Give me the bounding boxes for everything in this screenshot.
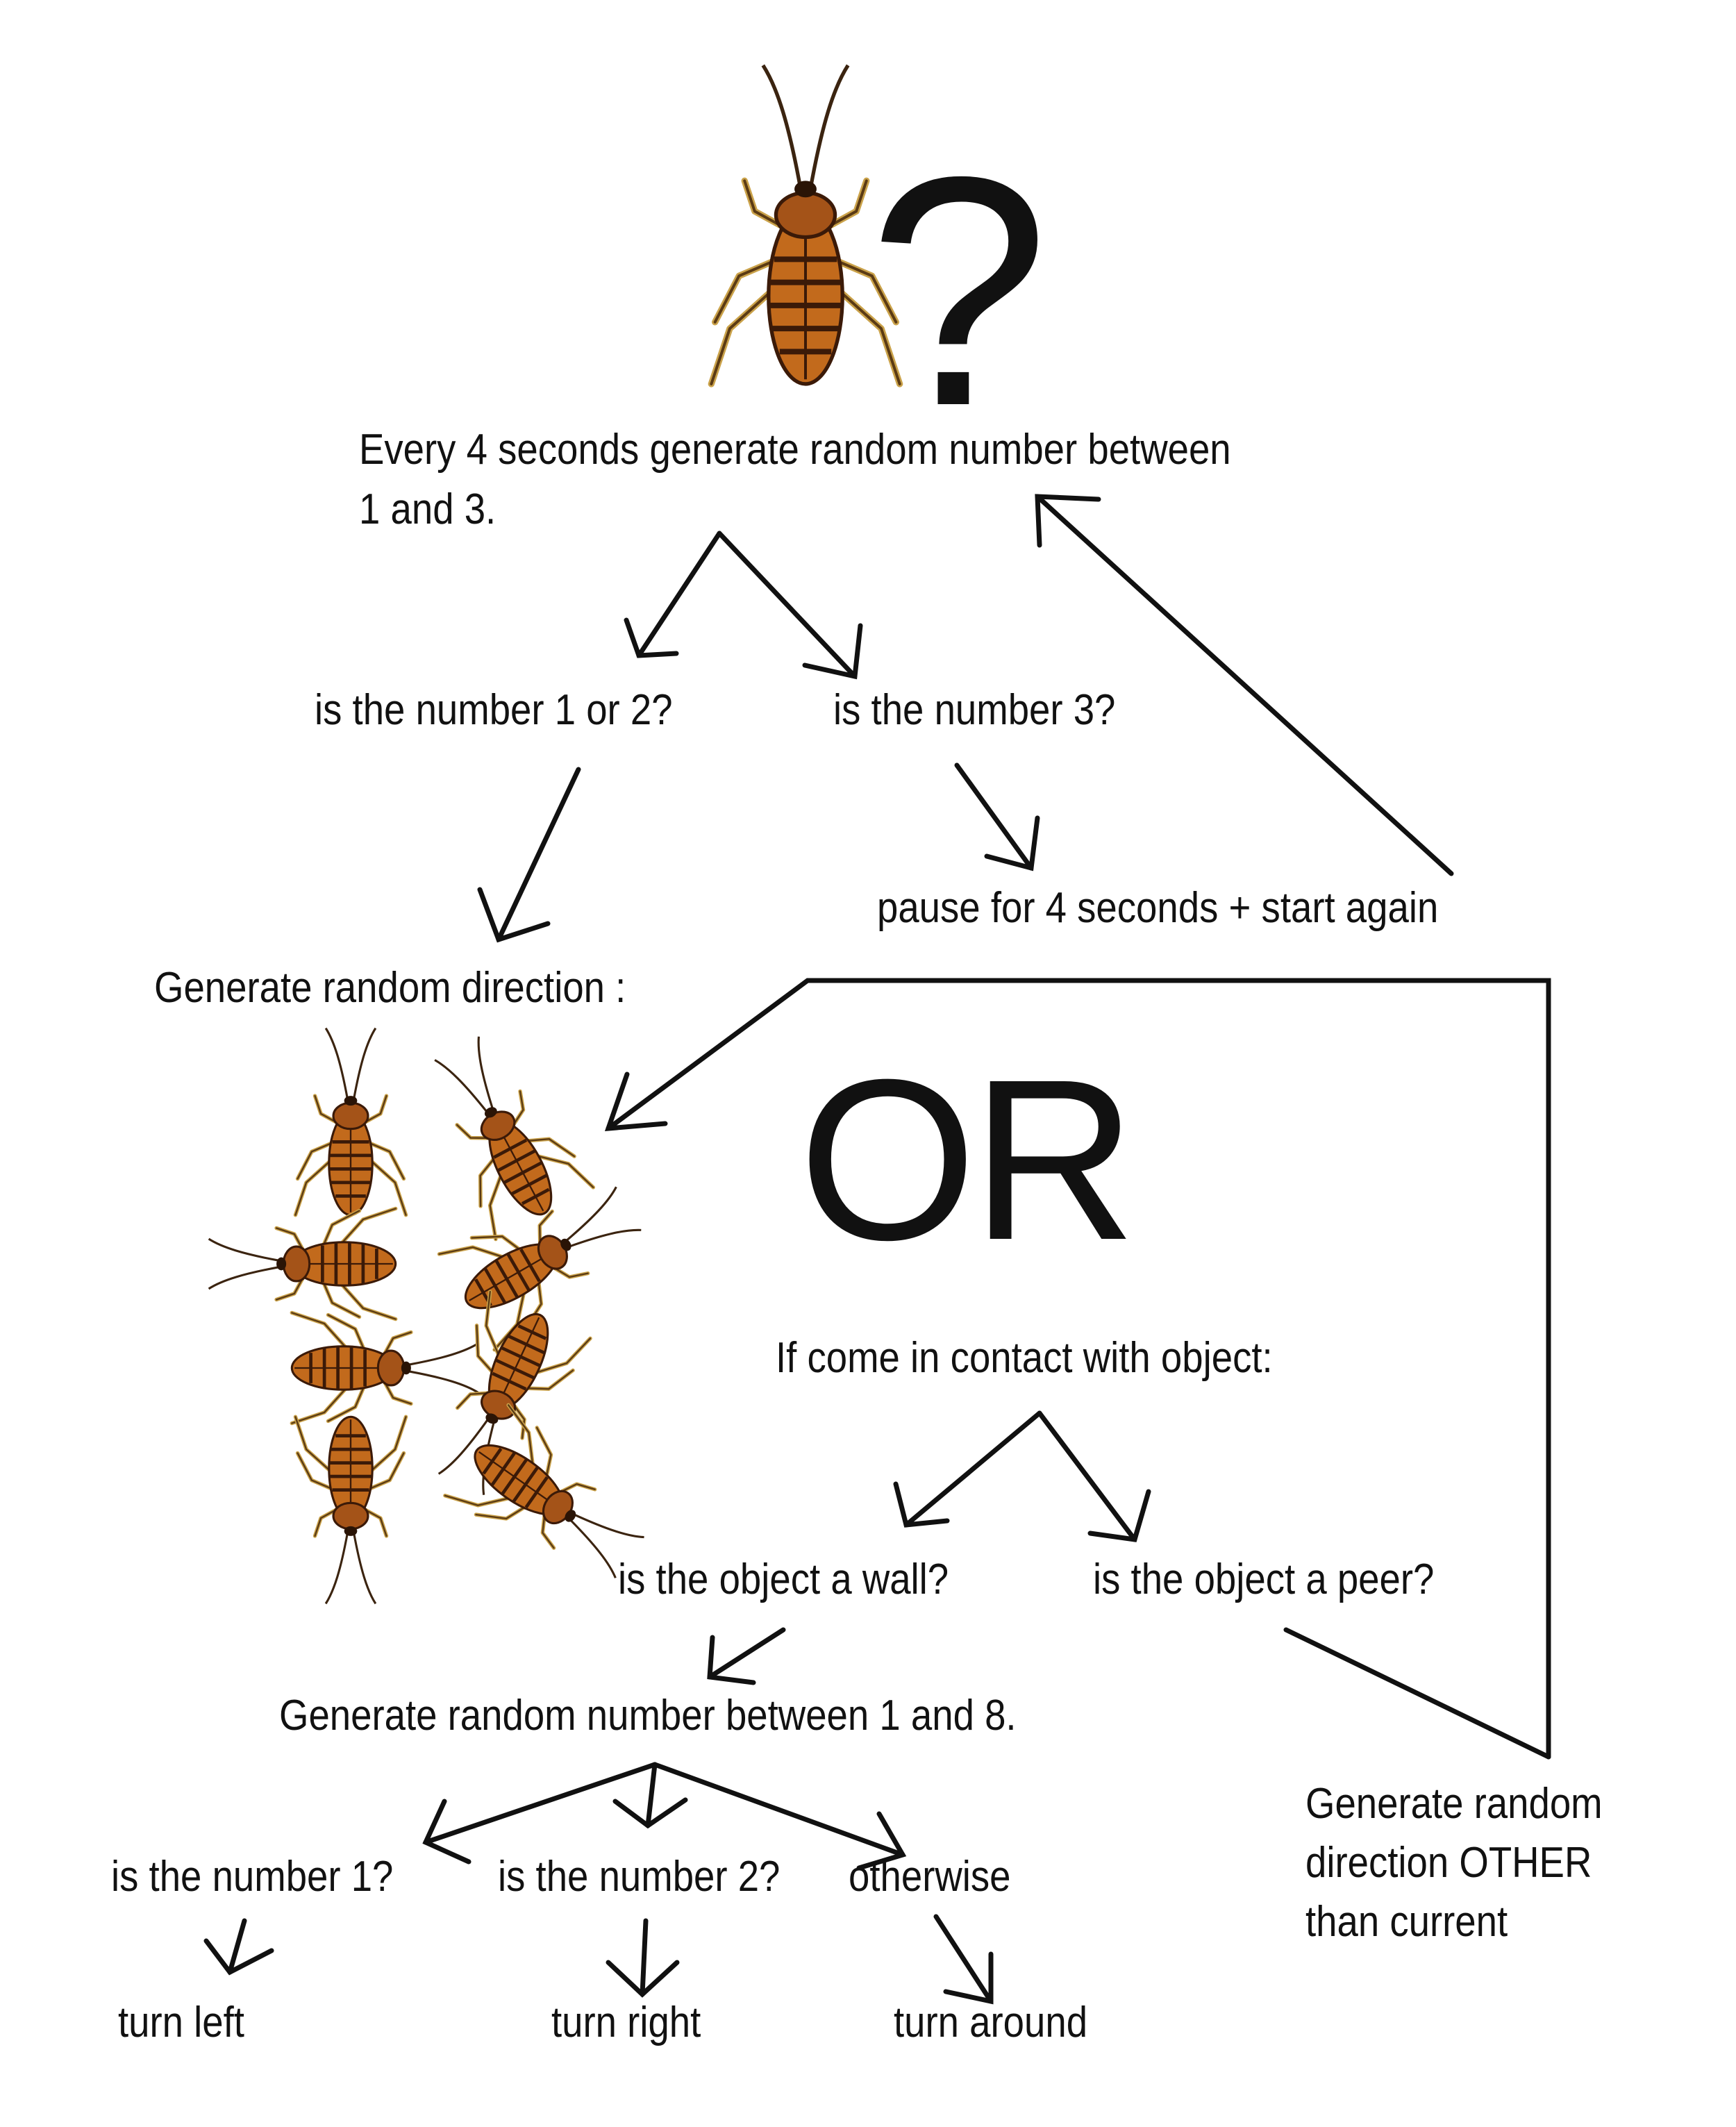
roach-direction-left (209, 1208, 396, 1319)
action-turn-around: turn around (894, 1999, 1088, 2046)
arrowhead-turn-around (943, 1951, 994, 2005)
branch-line-3 (717, 531, 858, 679)
question-mark-symbol: ? (868, 109, 1050, 474)
line-wall-to-gen-1-8 (707, 1627, 786, 1680)
arrowhead-peer (1087, 1489, 1151, 1542)
decision-object-peer: is the object a peer? (1093, 1555, 1435, 1603)
arrowhead-otherwise (856, 1811, 907, 1871)
pause-node: pause for 4 seconds + start again (877, 884, 1439, 932)
line-to-gen-direction (496, 767, 581, 942)
line-to-turn-around (933, 1914, 994, 2004)
action-turn-left: turn left (118, 1999, 244, 2046)
action-turn-right: turn right (551, 1999, 701, 2046)
other-direction-line2: direction OTHER (1305, 1839, 1592, 1887)
arrowhead-direction-grid (604, 1071, 668, 1131)
decision-object-wall: is the object a wall? (618, 1555, 949, 1603)
arrowhead-num-1 (422, 1799, 471, 1865)
generate-1-to-8-node: Generate random number between 1 and 8. (279, 1692, 1017, 1740)
line-to-pause (954, 762, 1034, 871)
decision-number-3: is the number 3? (833, 686, 1116, 734)
arrowhead-gen-1-8 (707, 1635, 756, 1685)
start-node-line2: 1 and 3. (359, 485, 496, 533)
decision-number-2: is the number 2? (498, 1853, 781, 1901)
roach-direction-up (295, 1028, 406, 1215)
line-to-turn-left (227, 1918, 247, 1975)
start-node-line1: Every 4 seconds generate random number b… (359, 426, 1231, 474)
line-peer-to-other-direction (1283, 1627, 1551, 1760)
branch-line-peer (1037, 1410, 1137, 1542)
decision-number-1-or-2: is the number 1 or 2? (315, 686, 673, 734)
arrowhead-loop-back (1035, 494, 1101, 548)
arrowhead-wall (893, 1481, 950, 1528)
other-direction-line3: than current (1305, 1898, 1508, 1946)
line-to-turn-right (640, 1918, 649, 1997)
arrowhead-turn-left (203, 1938, 274, 1976)
contact-node: If come in contact with object: (776, 1334, 1273, 1382)
branch-line-num-2 (645, 1762, 658, 1828)
or-symbol: OR (799, 1031, 1137, 1287)
other-direction-line1: Generate random (1305, 1780, 1603, 1828)
roach-direction-down (295, 1417, 406, 1603)
branch-line-otherwise (652, 1762, 905, 1858)
arrowhead-turn-right (606, 1960, 680, 1998)
branch-line-num-1 (423, 1762, 658, 1845)
bracket-to-direction-grid (606, 978, 1551, 1760)
roach-direction-up-left (408, 1022, 594, 1239)
loop-back-line (1035, 494, 1454, 876)
roach-direction-right (292, 1312, 478, 1423)
arrowhead-gen-direction (477, 887, 551, 943)
generate-direction-node: Generate random direction : (154, 964, 626, 1012)
decision-otherwise: otherwise (849, 1853, 1011, 1901)
decision-number-1: is the number 1? (111, 1853, 394, 1901)
arrowhead-1-or-2 (624, 617, 679, 658)
branch-line-wall (903, 1410, 1042, 1528)
arrowhead-3 (802, 623, 863, 680)
branch-line-1-or-2 (636, 531, 722, 658)
arrowhead-pause (984, 815, 1040, 871)
arrowhead-num-2 (612, 1797, 688, 1829)
